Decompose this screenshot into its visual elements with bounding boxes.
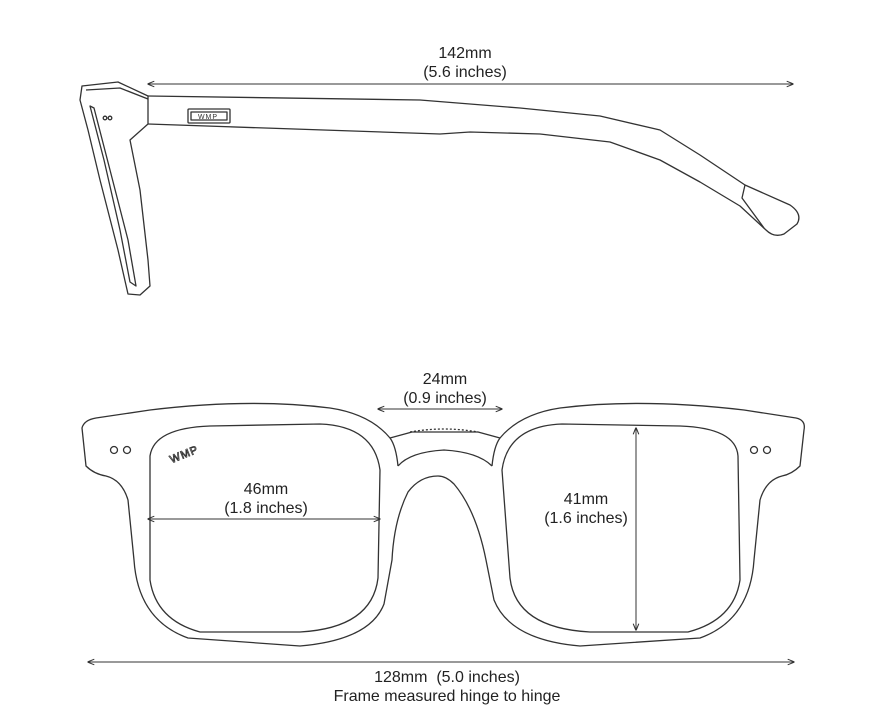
bridge-width-inches: (0.9 inches): [403, 390, 487, 407]
right-lens: [501, 423, 741, 633]
side-hinge-pin: [107, 115, 113, 121]
side-view: [79, 81, 800, 296]
front-frame-outer: [81, 402, 805, 647]
side-hinge-pin: [102, 115, 108, 121]
left-lens: [149, 423, 381, 633]
bridge-width-label: 24mm (0.9 inches): [385, 370, 505, 408]
lens-height-inches: (1.6 inches): [544, 510, 628, 527]
temple-length-inches: (5.6 inches): [423, 64, 507, 81]
right-hinge-pin: [749, 445, 759, 455]
front-view: [81, 402, 805, 647]
frame-width-measure: 128mm (5.0 inches): [297, 668, 597, 687]
bridge: [389, 437, 501, 467]
side-logo-text: WMP: [198, 114, 218, 121]
frame-width-note: Frame measured hinge to hinge: [333, 688, 561, 705]
left-hinge-pin: [109, 445, 119, 455]
temple-length-mm: 142mm: [438, 45, 492, 62]
temple-arm: [147, 95, 800, 236]
right-hinge-pin: [762, 445, 772, 455]
logo-plate: [187, 108, 231, 124]
lens-width-mm: 46mm: [243, 481, 289, 498]
side-frame-front: [79, 81, 151, 296]
temple-length-label: 142mm (5.6 inches): [405, 44, 525, 82]
bridge-width-mm: 24mm: [422, 371, 468, 388]
lens-width-label: 46mm (1.8 inches): [206, 480, 326, 518]
left-hinge-pin: [122, 445, 132, 455]
frame-width-inches: (5.0 inches): [436, 669, 520, 686]
side-frame-inner: [89, 105, 137, 287]
lens-width-inches: (1.8 inches): [224, 500, 308, 517]
lens-height-label: 41mm (1.6 inches): [526, 490, 646, 528]
lens-height-mm: 41mm: [563, 491, 609, 508]
frame-width-label: 128mm (5.0 inches) Frame measured hinge …: [297, 668, 597, 706]
frame-width-mm: 128mm: [374, 669, 428, 686]
front-logo-text: WMP: [168, 444, 200, 466]
